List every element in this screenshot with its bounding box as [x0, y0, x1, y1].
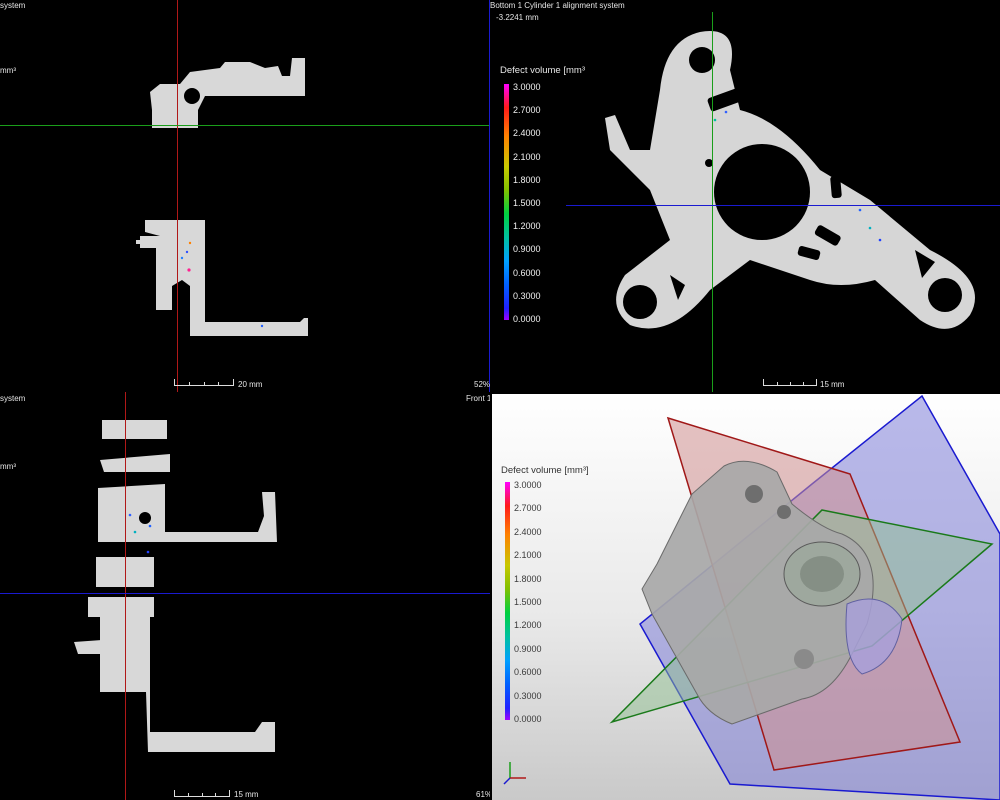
slice-image — [74, 420, 277, 752]
top-left-viewport[interactable]: system mm³ 20 mm 52% — [0, 0, 490, 392]
scale-text: 15 mm — [234, 790, 259, 799]
legend-tick-label: 1.8000 — [513, 174, 541, 185]
legend-tick-label: 3.0000 — [513, 82, 541, 92]
scale-bar — [174, 379, 234, 386]
legend-tick-label: 1.2000 — [514, 620, 542, 631]
viewport-border — [489, 0, 490, 392]
view-title-front: Front 1 — [466, 394, 490, 403]
crosshair-vertical[interactable] — [125, 392, 126, 800]
slice-depth: -3.2241 mm — [496, 13, 539, 22]
defect-legend-3d: Defect volume [mm³] 3.0000 2.7000 2.4000 2.… — [497, 462, 589, 732]
top-right-viewport[interactable]: Bottom 1 Cylinder 1 alignment system -3.… — [490, 0, 1000, 392]
crosshair-horizontal[interactable] — [566, 205, 1000, 206]
scale-text: 15 mm — [820, 380, 845, 389]
crosshair-vertical[interactable] — [177, 0, 178, 392]
axis-triad-icon — [503, 762, 526, 785]
3d-scene — [609, 394, 1000, 800]
legend-tick-label: 2.7000 — [513, 105, 541, 116]
legend-tick-label: 2.4000 — [514, 526, 542, 537]
view-title: system — [0, 1, 26, 10]
defect-legend: Defect volume [mm³ 3.0000 2.7000 2.4000 2.1… — [496, 62, 585, 332]
legend-tick-label: 1.8000 — [514, 573, 542, 584]
legend-tick-label: 0.3000 — [513, 290, 541, 301]
legend-tick-label: 3.0000 — [514, 480, 542, 490]
zoom-text: 61% — [476, 790, 490, 799]
legend-title: Defect volume [mm³ — [500, 65, 585, 76]
slice-image — [605, 31, 975, 329]
scale-bar — [174, 790, 230, 797]
unit-label: mm³ — [0, 462, 16, 471]
legend-tick-label: 0.0000 — [513, 314, 541, 324]
unit-label: mm³ — [0, 66, 16, 75]
legend-tick-label: 2.7000 — [514, 503, 542, 514]
legend-tick-label: 1.5000 — [513, 198, 541, 208]
crosshair-horizontal[interactable] — [0, 125, 490, 126]
legend-tick-label: 1.5000 — [514, 597, 542, 607]
legend-tick-label: 2.1000 — [513, 151, 541, 162]
legend-title-3d: Defect volume [mm³] — [501, 465, 589, 476]
crosshair-horizontal[interactable] — [0, 593, 490, 594]
legend-tick-label: 0.0000 — [514, 714, 542, 724]
legend-gradient-3d — [505, 482, 510, 720]
scale-text: 20 mm — [238, 380, 263, 389]
legend-tick-label: 0.6000 — [514, 667, 542, 678]
zoom-text: 52% — [474, 380, 490, 389]
legend-tick-label: 2.4000 — [513, 128, 541, 139]
legend-tick-label: 0.6000 — [513, 267, 541, 278]
bottom-left-viewport[interactable]: system mm³ Front 1 15 mm 61% — [0, 392, 490, 800]
3d-viewport[interactable]: Defect volume [mm³] 3.0000 2.7000 2.4000 2.… — [492, 394, 1000, 800]
view-title: system — [0, 394, 26, 403]
slice-image — [136, 58, 308, 336]
legend-gradient — [504, 84, 509, 320]
legend-tick-label: 1.2000 — [513, 221, 541, 232]
legend-tick-label: 0.3000 — [514, 690, 542, 701]
legend-tick-label: 0.9000 — [514, 643, 542, 654]
legend-tick-label: 0.9000 — [513, 244, 541, 255]
scale-bar — [763, 379, 817, 386]
view-title: Bottom 1 Cylinder 1 alignment system — [490, 1, 625, 10]
legend-tick-label: 2.1000 — [514, 550, 542, 561]
crosshair-vertical[interactable] — [712, 12, 713, 392]
